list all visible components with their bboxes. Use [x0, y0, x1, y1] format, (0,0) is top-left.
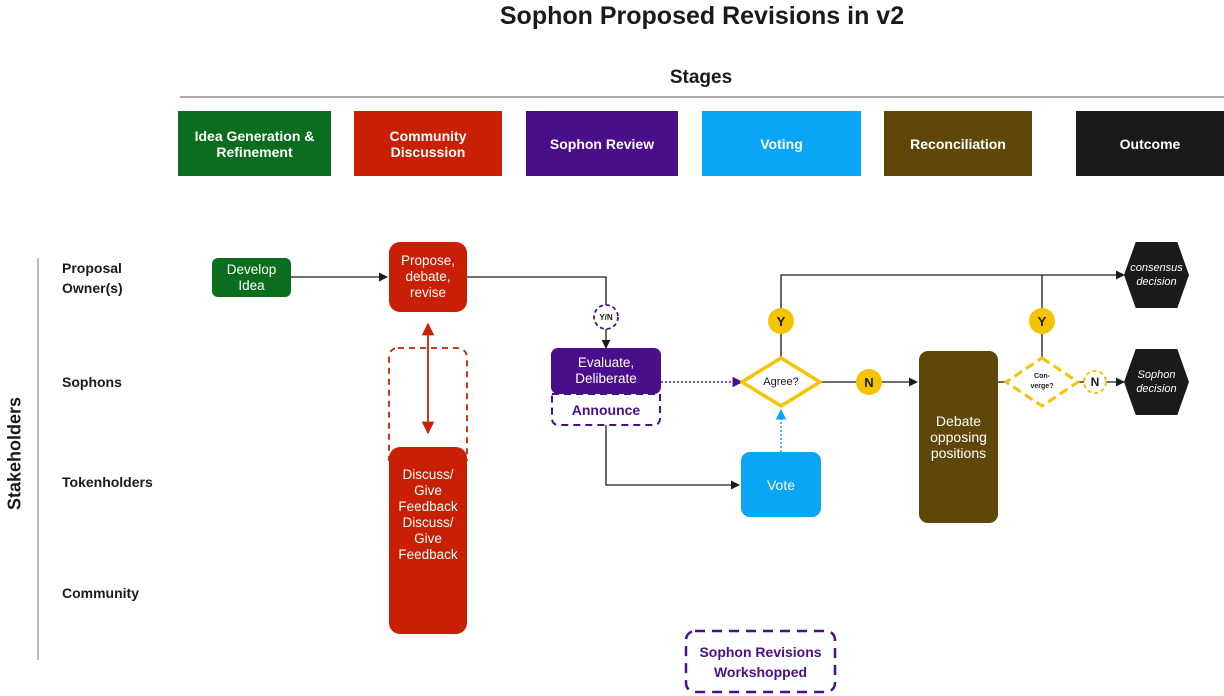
converge-label: Con- verge? [1030, 373, 1054, 390]
role-proposal-owners: Proposal Owner(s) [62, 260, 123, 296]
stage-community-discussion: Community Discussion [354, 111, 502, 176]
stage-sophon-review: Sophon Review [526, 111, 678, 176]
stakeholders-label: Stakeholders [4, 396, 25, 511]
debate-node: Debate opposing positions [919, 351, 998, 523]
agree-yes-badge: Y [768, 308, 794, 334]
stages-heading: Stages [669, 67, 733, 88]
yn-circle [593, 304, 619, 330]
workshop-label: Sophon Revisions Workshopped [699, 643, 822, 680]
converge-no-badge: N [1090, 375, 1100, 389]
stage-reconciliation: Reconciliation [884, 111, 1032, 176]
agree-no-badge: N [856, 369, 882, 395]
discussion-dashed-outline [388, 347, 468, 461]
sophon-decision-node: Sophon decision [1124, 349, 1189, 415]
role-sophons: Sophons [62, 374, 122, 390]
vote-node: Vote [741, 452, 821, 517]
discuss-node: Discuss/ Give Feedback Discuss/ Give Fee… [389, 447, 467, 634]
develop-idea-node: Develop Idea [212, 258, 291, 297]
agree-label: Agree? [763, 376, 799, 388]
announce-dashed-box [551, 393, 661, 426]
discuss-label-2: Discuss/ Give Feedback [398, 515, 458, 562]
propose-node: Propose, debate, revise [389, 242, 467, 312]
arrow-propose-to-evaluate [467, 276, 611, 349]
role-community: Community [62, 585, 139, 601]
stage-voting: Voting [702, 111, 861, 176]
evaluate-node: Evaluate, Deliberate [551, 348, 661, 394]
page-title: Sophon Proposed Revisions in v2 [499, 2, 905, 30]
agree-decision-diamond [740, 356, 822, 408]
converge-yes-badge: Y [1029, 308, 1055, 334]
stage-outcome: Outcome [1076, 111, 1224, 176]
role-tokenholders: Tokenholders [62, 474, 153, 490]
converge-no-circle [1083, 370, 1107, 394]
arrow-agree-to-consensus [780, 270, 1125, 358]
stage-idea-generation: Idea Generation & Refinement [178, 111, 331, 176]
discuss-label-1: Discuss/ Give Feedback [398, 467, 458, 514]
announce-label: Announce [571, 402, 641, 418]
arrow-evaluate-to-vote [605, 425, 740, 490]
converge-decision-diamond [1004, 356, 1080, 408]
consensus-decision-node: consensus decision [1124, 242, 1189, 308]
yn-badge: Y/N [599, 312, 613, 322]
